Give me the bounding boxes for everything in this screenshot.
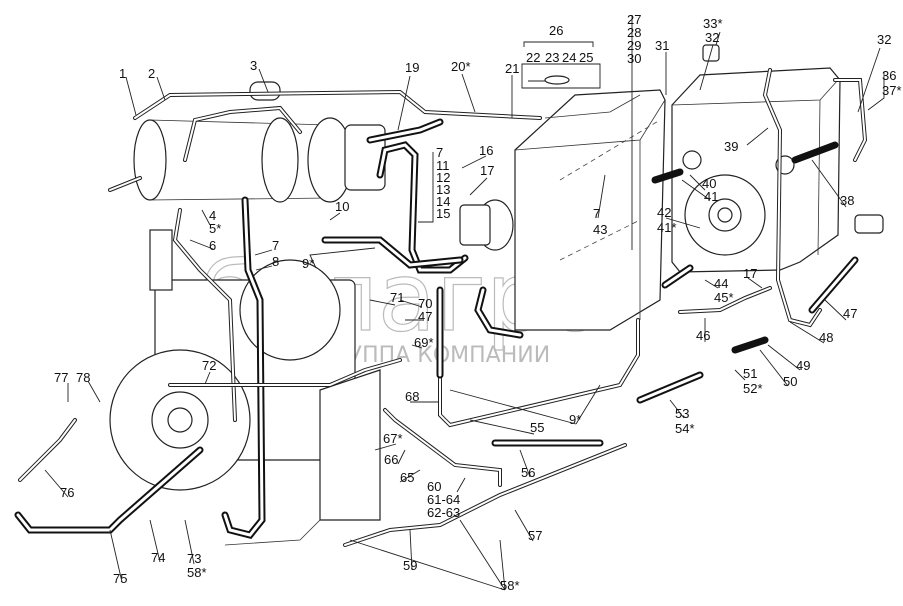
callout-7-c: 7 [593,206,600,221]
callout-25: 25 [579,50,593,65]
callout-69: 69* [414,335,434,350]
callout-14: 14 [436,194,450,209]
callout-36: 36 [882,68,896,83]
callout-11: 11 [436,158,450,173]
callout-58-right: 58* [500,578,520,593]
callout-37: 37* [882,83,902,98]
callout-32-left: 32 [705,30,719,45]
callout-24: 24 [562,50,576,65]
callout-43: 43 [593,222,607,237]
callout-9-a: 9* [302,256,314,271]
callout-55: 55 [530,420,544,435]
callout-56: 56 [521,465,535,480]
callout-27: 27 [627,12,641,27]
battery-box [514,89,666,331]
callout-4: 4 [209,208,216,223]
callout-13: 13 [436,182,450,197]
callout-17-b: 17 [743,266,757,281]
callout-57: 57 [528,528,542,543]
callout-21: 21 [505,61,519,76]
callout-67: 67* [383,431,403,446]
callout-38: 38 [840,193,854,208]
callout-19: 19 [405,60,419,75]
callout-51: 51 [743,366,757,381]
callout-16: 16 [479,143,493,158]
callout-labels: 1 2 3 19 20* 26 22 23 24 25 21 27 28 29 … [54,12,902,593]
callout-54: 54* [675,421,695,436]
callout-44: 44 [714,276,728,291]
callout-72: 72 [202,358,216,373]
callout-59: 59 [403,558,417,573]
callout-26: 26 [549,23,563,38]
callout-7-b: 7 [272,238,279,253]
callout-1: 1 [119,66,126,81]
callout-45: 45* [714,290,734,305]
callout-41: 41 [704,189,718,204]
callout-5: 5* [209,221,221,236]
leader-lines [44,15,885,591]
callout-60: 60 [427,479,441,494]
callout-49: 49 [796,358,810,373]
callout-39: 39 [724,139,738,154]
callout-32-right: 32 [877,32,891,47]
callout-68: 68 [405,389,419,404]
cylinder-assembly [108,81,386,203]
callout-75: 75 [113,571,127,586]
callout-23: 23 [545,50,559,65]
kit-26-bracket [521,41,601,89]
callout-58-left: 58* [187,565,207,580]
callout-30: 30 [627,51,641,66]
callout-28: 28 [627,25,641,40]
callout-17-a: 17 [480,163,494,178]
callout-47-right: 47 [843,306,857,321]
callout-20: 20* [451,59,471,74]
callout-78: 78 [76,370,90,385]
callout-2: 2 [148,66,155,81]
callout-31: 31 [655,38,669,53]
pump-assembly [459,199,514,251]
callout-10: 10 [335,199,349,214]
callout-48: 48 [819,330,833,345]
callout-70: 70 [418,296,432,311]
watermark-subtitle: ГРУППА КОМПАНИИ [322,343,550,368]
callout-50: 50 [783,374,797,389]
callout-77: 77 [54,370,68,385]
callout-74: 74 [151,550,165,565]
breather-fitting [854,214,884,234]
callout-33: 33* [703,16,723,31]
callout-46: 46 [696,328,710,343]
callout-29: 29 [627,38,641,53]
callout-71: 71 [390,290,404,305]
callout-76: 76 [60,485,74,500]
callout-9-b: 9* [569,412,581,427]
callout-47-center: 47 [418,309,432,324]
callout-3: 3 [250,58,257,73]
callout-53: 53 [675,406,689,421]
callout-15: 15 [436,206,450,221]
callout-73: 73 [187,551,201,566]
callout-8: 8 [272,254,279,269]
callout-42: 42 [657,205,671,220]
callout-52: 52* [743,381,763,396]
callout-40: 40 [702,176,716,191]
callout-6: 6 [209,238,216,253]
callout-7-a: 7 [436,145,443,160]
callout-22: 22 [526,50,540,65]
callout-66: 66 [384,452,398,467]
callout-62-63: 62-63 [427,505,460,520]
hydraulic-tank [671,44,841,273]
callout-61-64: 61-64 [427,492,460,507]
callout-65: 65 [400,470,414,485]
callout-41-star: 41* [657,220,677,235]
callout-12: 12 [436,170,450,185]
